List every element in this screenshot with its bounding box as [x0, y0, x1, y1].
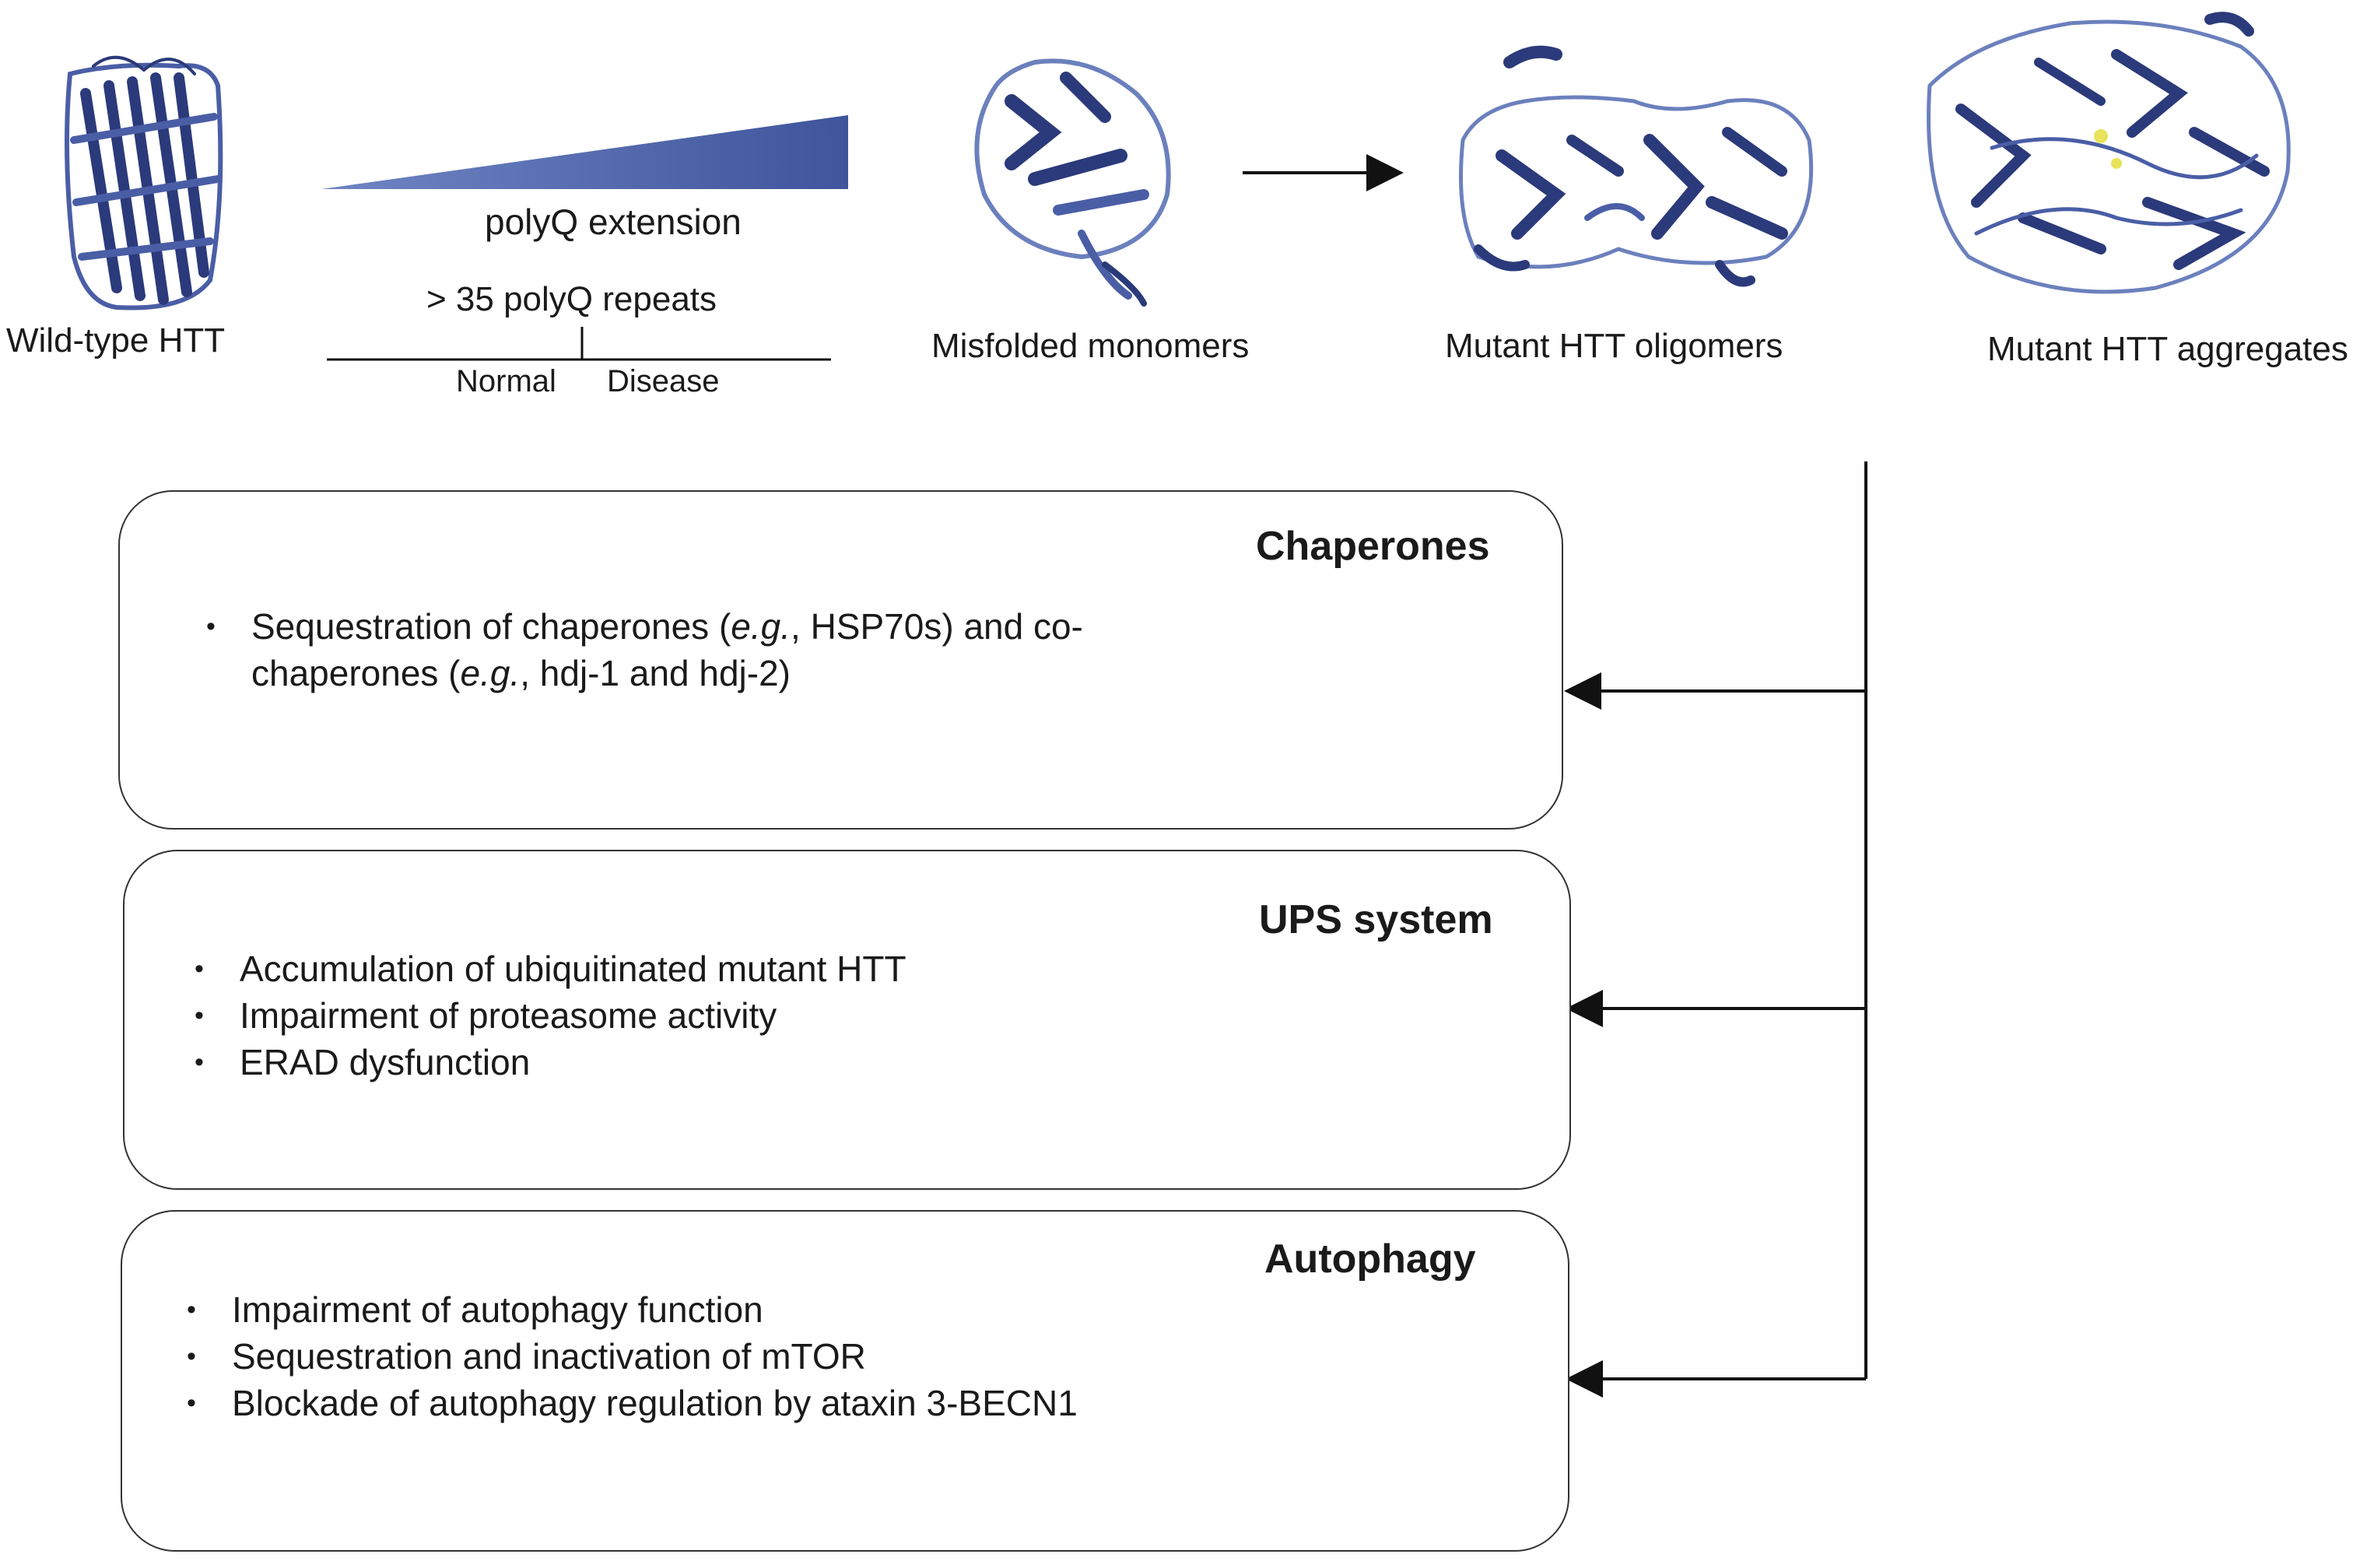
- mutant-htt-aggregates-label: Mutant HTT aggregates: [1987, 330, 2348, 368]
- ups-system-list: Accumulation of ubiquitinated mutant HTT…: [195, 945, 1206, 1086]
- ups-system-title: UPS system: [1259, 897, 1493, 942]
- autophagy-item-1: Impairment of autophagy function: [187, 1286, 1276, 1333]
- aggregates-connector: [1564, 461, 1867, 1398]
- misfolded-monomers-label: Misfolded monomers: [931, 327, 1250, 365]
- mutant-htt-aggregates-structure: [1927, 12, 2291, 294]
- autophagy-list: Impairment of autophagy function Sequest…: [187, 1286, 1276, 1426]
- mutant-htt-oligomers-label: Mutant HTT oligomers: [1445, 327, 1783, 365]
- polyq-repeats-label: > 35 polyQ repeats: [426, 280, 717, 318]
- polyq-wedge: [321, 115, 848, 189]
- autophagy-item-2: Sequestration and inactivation of mTOR: [187, 1333, 1276, 1380]
- wild-type-htt-structure: [65, 55, 223, 310]
- normal-label: Normal: [456, 364, 556, 398]
- chaperones-list: Sequestration of chaperones (e.g., HSP70…: [206, 603, 1218, 696]
- ups-item-2: Impairment of proteasome activity: [195, 992, 1206, 1039]
- ups-item-1: Accumulation of ubiquitinated mutant HTT: [195, 945, 1206, 992]
- disease-label: Disease: [607, 364, 720, 398]
- ups-item-3: ERAD dysfunction: [195, 1039, 1206, 1086]
- chaperones-title: Chaperones: [1256, 524, 1490, 569]
- wild-type-htt-label: Wild-type HTT: [6, 321, 226, 360]
- mutant-htt-oligomers-structure: [1459, 45, 1814, 287]
- chaperones-item-1: Sequestration of chaperones (e.g., HSP70…: [206, 603, 1218, 696]
- autophagy-title: Autophagy: [1264, 1237, 1476, 1282]
- autophagy-item-3: Blockade of autophagy regulation by atax…: [187, 1380, 1276, 1426]
- misfolded-monomer-structure: [974, 58, 1171, 307]
- polyq-threshold-scale: [327, 327, 831, 361]
- polyq-extension-label: polyQ extension: [485, 202, 742, 242]
